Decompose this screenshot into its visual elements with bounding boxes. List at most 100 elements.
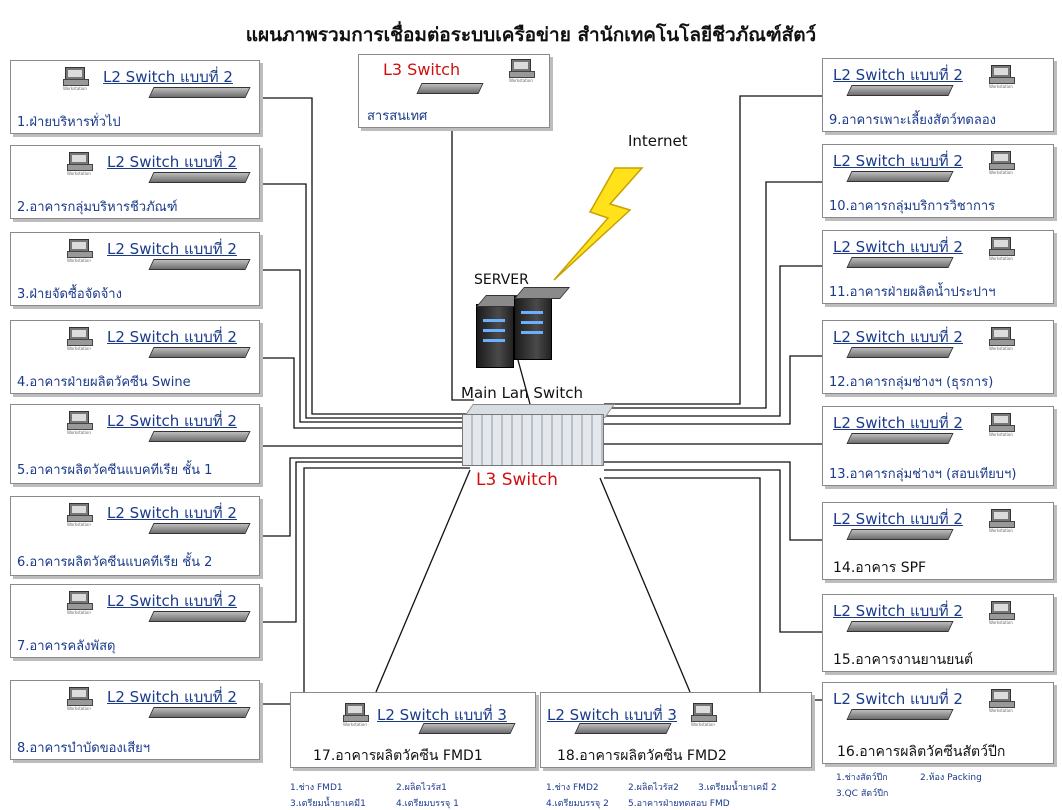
node-name: 5.อาคารผลิตวัคซีนแบคทีเรีย ชั้น 1 xyxy=(17,463,213,478)
workstation-label: Workstation xyxy=(989,708,1013,713)
node-box-18: L2 Switch แบบที่ 3 Workstation 18.อาคารผ… xyxy=(540,692,812,768)
switch-label: L2 Switch แบบที่ 2 xyxy=(107,504,237,522)
network-link xyxy=(375,469,471,693)
switch-label: L2 Switch แบบที่ 2 xyxy=(107,412,237,430)
switch-icon xyxy=(846,529,954,540)
workstation-icon xyxy=(989,151,1015,170)
node17-note: 4.เตรียมบรรจุ 1 xyxy=(396,799,459,809)
node-box-6: Workstation L2 Switch แบบที่ 2 6.อาคารผล… xyxy=(10,496,260,576)
workstation-label: Workstation xyxy=(989,620,1013,625)
workstation-label: Workstation xyxy=(989,84,1013,89)
workstation-icon xyxy=(67,503,93,522)
workstation-label: Workstation xyxy=(343,722,367,727)
node-name: 10.อาคารกลุ่มบริการวิชาการ xyxy=(829,199,996,214)
switch-icon xyxy=(846,347,954,358)
core-switch-icon xyxy=(462,404,615,468)
workstation-label: Workstation xyxy=(67,258,91,263)
node-box-14: L2 Switch แบบที่ 2 Workstation 14.อาคาร … xyxy=(822,502,1054,580)
switch-icon xyxy=(846,257,954,268)
node-box-3: Workstation L2 Switch แบบที่ 2 3.ฝ่ายจัด… xyxy=(10,232,260,306)
node-name: 17.อาคารผลิตวัคซีน FMD1 xyxy=(313,748,483,764)
node-name: 3.ฝ่ายจัดซื้อจัดจ้าง xyxy=(17,287,122,302)
node-box-2: Workstation L2 Switch แบบที่ 2 2.อาคารกล… xyxy=(10,145,260,219)
node-box-1: Workstation L2 Switch แบบที่ 2 1.ฝ่ายบริ… xyxy=(10,60,260,134)
node-box-infotech: L3 Switch Workstation สารสนเทศ xyxy=(358,54,550,128)
network-link xyxy=(258,461,470,623)
node-box-7: Workstation L2 Switch แบบที่ 2 7.อาคารคล… xyxy=(10,584,260,658)
node18-note: 4.เตรียมบรรจุ 2 xyxy=(546,799,609,809)
node-name: 8.อาคารบำบัดของเสียฯ xyxy=(17,741,151,756)
node-name: 6.อาคารผลิตวัคซีนแบคทีเรีย ชั้น 2 xyxy=(17,555,213,570)
workstation-icon xyxy=(989,237,1015,256)
node17-note: 2.ผลิตไวรัส1 xyxy=(396,783,447,793)
workstation-label: Workstation xyxy=(67,171,91,176)
network-link xyxy=(604,355,822,425)
switch-label: L2 Switch แบบที่ 2 xyxy=(107,688,237,706)
workstation-label: Workstation xyxy=(989,528,1013,533)
switch-label: L3 Switch xyxy=(383,60,461,79)
node-name: สารสนเทศ xyxy=(367,109,428,124)
node16-note: 2.ห้อง Packing xyxy=(920,773,982,783)
switch-icon xyxy=(846,433,954,444)
node-box-16: L2 Switch แบบที่ 2 Workstation 16.อาคารผ… xyxy=(822,682,1054,764)
node18-note: 2.ผลิตไวรัส2 xyxy=(628,783,679,793)
network-link xyxy=(258,183,470,419)
network-link xyxy=(258,357,470,429)
workstation-label: Workstation xyxy=(67,430,91,435)
switch-label: L2 Switch แบบที่ 2 xyxy=(833,602,963,620)
workstation-icon xyxy=(343,703,369,722)
node-box-8: Workstation L2 Switch แบบที่ 2 8.อาคารบำ… xyxy=(10,680,260,760)
switch-icon xyxy=(846,621,954,632)
node18-note: 3.เตรียมน้ำยาเคมี 2 xyxy=(698,783,777,793)
node-name: 9.อาคารเพาะเลี้ยงสัตว์ทดลอง xyxy=(829,113,996,128)
switch-label: L2 Switch แบบที่ 2 xyxy=(833,66,963,84)
network-link xyxy=(258,457,470,537)
switch-icon xyxy=(148,707,251,718)
node-name: 2.อาคารกลุ่มบริหารชีวภัณฑ์ xyxy=(17,200,178,215)
switch-icon xyxy=(148,172,251,183)
node18-note: 1.ช่าง FMD2 xyxy=(546,783,599,793)
node-box-4: Workstation L2 Switch แบบที่ 2 4.อาคารฝ่… xyxy=(10,320,260,394)
workstation-icon xyxy=(989,689,1015,708)
node-name: 16.อาคารผลิตวัคซีนสัตว์ปีก xyxy=(837,744,1006,760)
switch-label: L2 Switch แบบที่ 2 xyxy=(107,240,237,258)
switch-label: L2 Switch แบบที่ 3 xyxy=(547,706,677,724)
workstation-icon xyxy=(989,509,1015,528)
diagram-title: แผนภาพรวมการเชื่อมต่อระบบเครือข่าย สำนัก… xyxy=(245,24,817,46)
switch-label: L2 Switch แบบที่ 2 xyxy=(103,68,233,86)
workstation-icon xyxy=(67,411,93,430)
switch-label: L2 Switch แบบที่ 2 xyxy=(833,152,963,170)
workstation-icon xyxy=(67,687,93,706)
switch-label: L2 Switch แบบที่ 2 xyxy=(833,414,963,432)
workstation-icon xyxy=(989,413,1015,432)
network-link xyxy=(517,359,531,405)
node-box-10: L2 Switch แบบที่ 2 Workstation 10.อาคารก… xyxy=(822,144,1054,218)
switch-icon xyxy=(846,709,954,720)
workstation-label: Workstation xyxy=(63,86,87,91)
network-link xyxy=(451,126,474,401)
workstation-label: Workstation xyxy=(67,346,91,351)
workstation-label: Workstation xyxy=(691,722,715,727)
workstation-icon xyxy=(989,65,1015,84)
switch-icon xyxy=(846,85,954,96)
network-link xyxy=(599,477,691,693)
network-link xyxy=(604,181,822,409)
workstation-label: Workstation xyxy=(67,522,91,527)
switch-label: L2 Switch แบบที่ 2 xyxy=(107,328,237,346)
core-switch-top-label: Main Lan Switch xyxy=(461,384,583,402)
switch-icon xyxy=(148,611,251,622)
workstation-icon xyxy=(67,327,93,346)
network-link xyxy=(604,477,822,701)
switch-icon xyxy=(148,523,251,534)
network-link xyxy=(604,265,822,417)
workstation-label: Workstation xyxy=(989,432,1013,437)
workstation-label: Workstation xyxy=(509,78,533,83)
node-name: 4.อาคารฝ่ายผลิตวัคซีน Swine xyxy=(17,375,191,390)
switch-icon xyxy=(418,723,516,734)
server-icon xyxy=(476,295,533,368)
workstation-label: Workstation xyxy=(989,170,1013,175)
switch-label: L2 Switch แบบที่ 2 xyxy=(833,510,963,528)
node-box-11: L2 Switch แบบที่ 2 Workstation 11.อาคารฝ… xyxy=(822,230,1054,304)
